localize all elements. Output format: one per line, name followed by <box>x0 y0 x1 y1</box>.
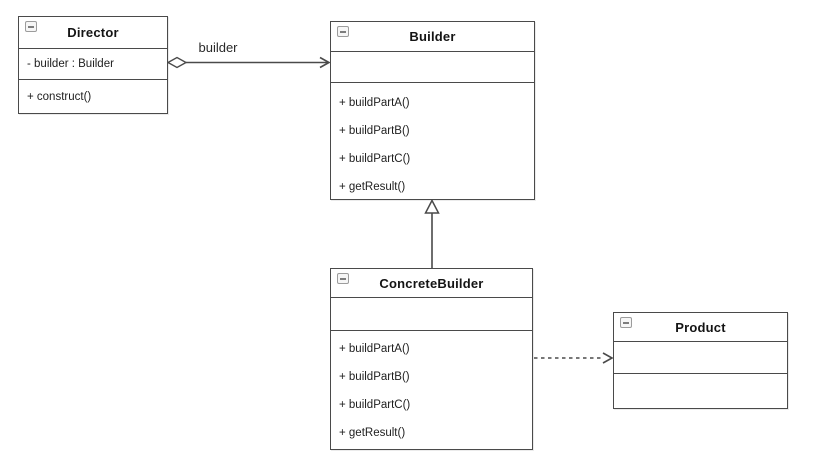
attribute-item: - builder : Builder <box>27 58 114 70</box>
method-item: + buildPartA() <box>339 97 410 109</box>
method-item: + construct() <box>27 90 92 103</box>
methods-compartment: + construct() <box>19 80 167 113</box>
class-header: ConcreteBuilder <box>331 269 532 298</box>
attributes-compartment <box>331 298 532 331</box>
aggregation-diamond <box>166 56 188 69</box>
class-node-concretebuilder[interactable]: ConcreteBuilder + buildPartA() + buildPa… <box>330 268 533 450</box>
generalization-edge-concretebuilder-builder[interactable] <box>424 198 440 269</box>
association-role-label: builder <box>198 40 238 55</box>
class-name: Product <box>675 319 726 335</box>
arrowhead-open <box>602 352 614 364</box>
class-node-builder[interactable]: Builder + buildPartA() + buildPartB() + … <box>330 21 535 200</box>
collapse-icon[interactable] <box>620 317 632 328</box>
attributes-compartment <box>614 342 787 374</box>
class-node-product[interactable]: Product <box>613 312 788 409</box>
methods-compartment: + buildPartA() + buildPartB() + buildPar… <box>331 83 534 201</box>
method-item: + getResult() <box>339 181 406 193</box>
collapse-icon[interactable] <box>337 26 349 37</box>
method-item: + getResult() <box>339 427 406 439</box>
class-node-director[interactable]: Director - builder : Builder + construct… <box>18 16 168 114</box>
collapse-icon[interactable] <box>25 21 37 32</box>
class-header: Director <box>19 17 167 49</box>
arrowhead-open <box>319 56 331 69</box>
class-header: Builder <box>331 22 534 52</box>
methods-compartment: + buildPartA() + buildPartB() + buildPar… <box>331 331 532 449</box>
method-item: + buildPartC() <box>339 399 411 411</box>
method-item: + buildPartC() <box>339 153 411 165</box>
aggregation-edge-director-builder[interactable] <box>166 56 331 69</box>
method-item: + buildPartB() <box>339 371 410 383</box>
class-name: Builder <box>409 29 456 44</box>
collapse-icon[interactable] <box>337 273 349 284</box>
class-header: Product <box>614 313 787 342</box>
class-name: Director <box>67 25 119 40</box>
method-item: + buildPartB() <box>339 125 410 137</box>
generalization-triangle <box>424 198 440 214</box>
dependency-edge-concretebuilder-product[interactable] <box>534 352 614 364</box>
attributes-compartment <box>331 52 534 83</box>
class-name: ConcreteBuilder <box>379 275 484 291</box>
methods-compartment <box>614 374 787 408</box>
attributes-compartment: - builder : Builder <box>19 49 167 80</box>
method-item: + buildPartA() <box>339 343 410 355</box>
